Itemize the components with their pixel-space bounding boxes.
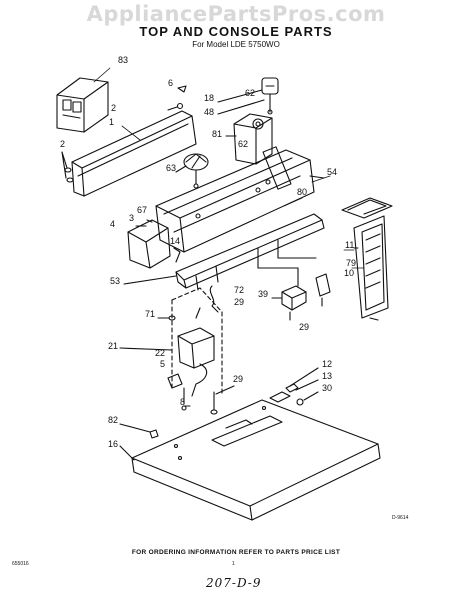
callout-2: 2 — [111, 103, 117, 113]
callout-10: 10 — [344, 268, 355, 278]
part-82 — [119, 423, 159, 439]
part-72-wire — [209, 285, 219, 313]
callout-81: 81 — [212, 129, 223, 139]
callout-83: 83 — [118, 55, 129, 65]
part-39-switch — [271, 285, 307, 321]
diagram-title: TOP AND CONSOLE PARTS — [139, 24, 333, 39]
part-16-top-panel — [119, 399, 381, 521]
part-63-timer-knob — [175, 153, 209, 189]
part-8-screw — [181, 387, 191, 411]
part-11-filter — [341, 197, 393, 321]
callout-54: 54 — [327, 167, 338, 177]
callout-63: 63 — [166, 163, 177, 173]
callout-79: 79 — [346, 258, 357, 268]
part-22-motor — [177, 307, 215, 397]
callout-6: 6 — [168, 78, 174, 88]
callout-67: 67 — [137, 205, 148, 215]
callout-80: 80 — [297, 187, 308, 197]
callout-3: 3 — [129, 213, 135, 223]
part-29-screw — [210, 385, 235, 415]
callout-leaders — [93, 67, 365, 269]
diagram-code: D-9614 — [392, 515, 409, 521]
part-12-13-hinge — [269, 367, 319, 406]
callout-29: 29 — [299, 322, 310, 332]
callout-1: 1 — [109, 117, 115, 127]
callout-62: 62 — [245, 88, 256, 98]
part-14 — [173, 247, 181, 263]
part-79-connector — [257, 239, 331, 307]
callout-22: 22 — [155, 348, 166, 358]
callout-29: 29 — [233, 374, 244, 384]
callout-71: 71 — [145, 309, 156, 319]
part-4-end-cap — [127, 219, 171, 269]
callout-18: 18 — [204, 93, 215, 103]
callout-62: 62 — [238, 139, 249, 149]
part-1-back-panel — [71, 110, 197, 197]
callout-12: 12 — [322, 359, 333, 369]
callout-2: 2 — [60, 139, 66, 149]
callout-16: 16 — [108, 439, 119, 449]
part-53-bar — [123, 213, 325, 291]
callout-82: 82 — [108, 415, 119, 425]
document-code: 655016 — [12, 561, 29, 567]
callout-11: 11 — [345, 240, 355, 250]
callout-4: 4 — [110, 219, 116, 229]
page-number: 1 — [232, 561, 235, 567]
part-2-screws — [61, 102, 184, 183]
part-48-knob — [217, 77, 279, 115]
part-5-clip — [167, 373, 183, 389]
callout-29: 29 — [234, 297, 245, 307]
callout-21: 21 — [108, 341, 119, 351]
callout-30: 30 — [322, 383, 333, 393]
callout-8: 8 — [180, 397, 186, 407]
part-6-clip — [177, 85, 187, 93]
callout-14: 14 — [170, 236, 181, 246]
ordering-footer: FOR ORDERING INFORMATION REFER TO PARTS … — [131, 549, 341, 556]
model-subtitle: For Model LDE 5750WO — [192, 40, 280, 49]
handwritten-note: 207-D-9 — [206, 576, 262, 590]
callout-53: 53 — [110, 276, 121, 286]
part-71-screw — [157, 315, 176, 321]
callout-5: 5 — [160, 359, 166, 369]
callout-13: 13 — [322, 371, 333, 381]
watermark: AppliancePartsPros.com — [86, 2, 386, 26]
callout-72: 72 — [234, 285, 245, 295]
leader-21 — [119, 347, 173, 351]
part-21-dashed-frame — [171, 287, 223, 395]
part-83-plate — [56, 77, 109, 133]
callout-48: 48 — [204, 107, 215, 117]
callout-39: 39 — [258, 289, 269, 299]
